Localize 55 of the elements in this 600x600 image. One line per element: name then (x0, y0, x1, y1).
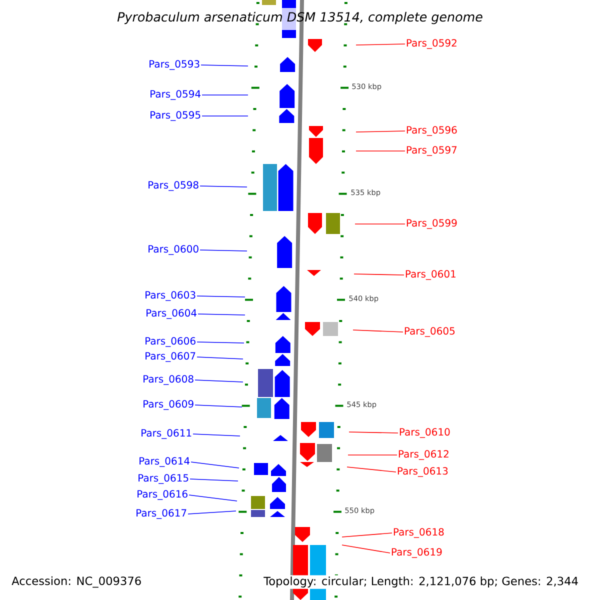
gene-label: Pars_0603 (146, 291, 196, 301)
leader-line (352, 330, 404, 332)
gene-label: Pars_0595 (150, 111, 200, 121)
gene-label: Pars_0604 (146, 309, 196, 319)
gene-label: Pars_0605 (404, 327, 455, 337)
gene-label: Pars_0612 (398, 450, 448, 460)
leader-line (354, 274, 404, 276)
leader-line (198, 314, 246, 316)
gene-label: Pars_0606 (146, 337, 196, 347)
gene-label: Pars_0596 (406, 126, 457, 136)
leader-line (342, 544, 390, 554)
gene-label: Pars_0597 (406, 146, 457, 156)
gene-label: Pars_0616 (138, 490, 188, 500)
leader-line (200, 186, 248, 188)
gene-label: Pars_0608 (144, 375, 194, 385)
gene-label: Pars_0613 (398, 467, 448, 477)
gene-label: Pars_0617 (136, 509, 186, 519)
gene-label: Pars_0609 (144, 400, 194, 410)
leader-line (348, 432, 398, 434)
gene-label: Pars_0599 (406, 219, 457, 229)
leader-line (196, 296, 246, 298)
leader-line (356, 44, 406, 46)
leader-line (194, 380, 244, 382)
gene-label: Pars_0598 (148, 181, 198, 191)
leader-line (356, 150, 406, 152)
info-text: Topology: circular; Length: 2,121,076 bp; Genes: 2,344 (262, 575, 580, 589)
gene-label: Pars_0610 (400, 428, 450, 438)
gene-label: Pars_0619 (392, 548, 442, 558)
gene-label: Pars_0601 (406, 270, 456, 280)
info-text: Accession: NC_009376 (10, 575, 143, 589)
leader-line (200, 250, 248, 252)
gene-label: Pars_0592 (406, 39, 456, 49)
leader-line (196, 356, 244, 360)
leader-line (200, 64, 248, 66)
gene-label: Pars_0600 (148, 245, 198, 255)
gene-label: Pars_0607 (146, 352, 196, 362)
leader-line (346, 466, 396, 472)
leader-line (202, 94, 248, 96)
gene-label: Pars_0593 (150, 60, 200, 70)
leader-line (356, 130, 406, 132)
leader-line (342, 532, 392, 538)
leader-line (190, 478, 238, 482)
leader-line (188, 494, 238, 502)
leader-line (196, 342, 244, 344)
gene-label: Pars_0594 (150, 90, 200, 100)
gene-label: Pars_0611 (142, 429, 192, 439)
title: Pyrobaculum arsenaticum DSM 13514, complete genome (117, 12, 482, 24)
leader-line (194, 404, 242, 408)
gene-label: Pars_0614 (140, 457, 190, 467)
leader-line (192, 434, 240, 436)
gene-label: Pars_0618 (394, 528, 444, 538)
gene-label: Pars_0615 (138, 474, 188, 484)
leader-line (190, 462, 240, 468)
leader-line (188, 510, 236, 514)
leader-line (348, 454, 398, 456)
